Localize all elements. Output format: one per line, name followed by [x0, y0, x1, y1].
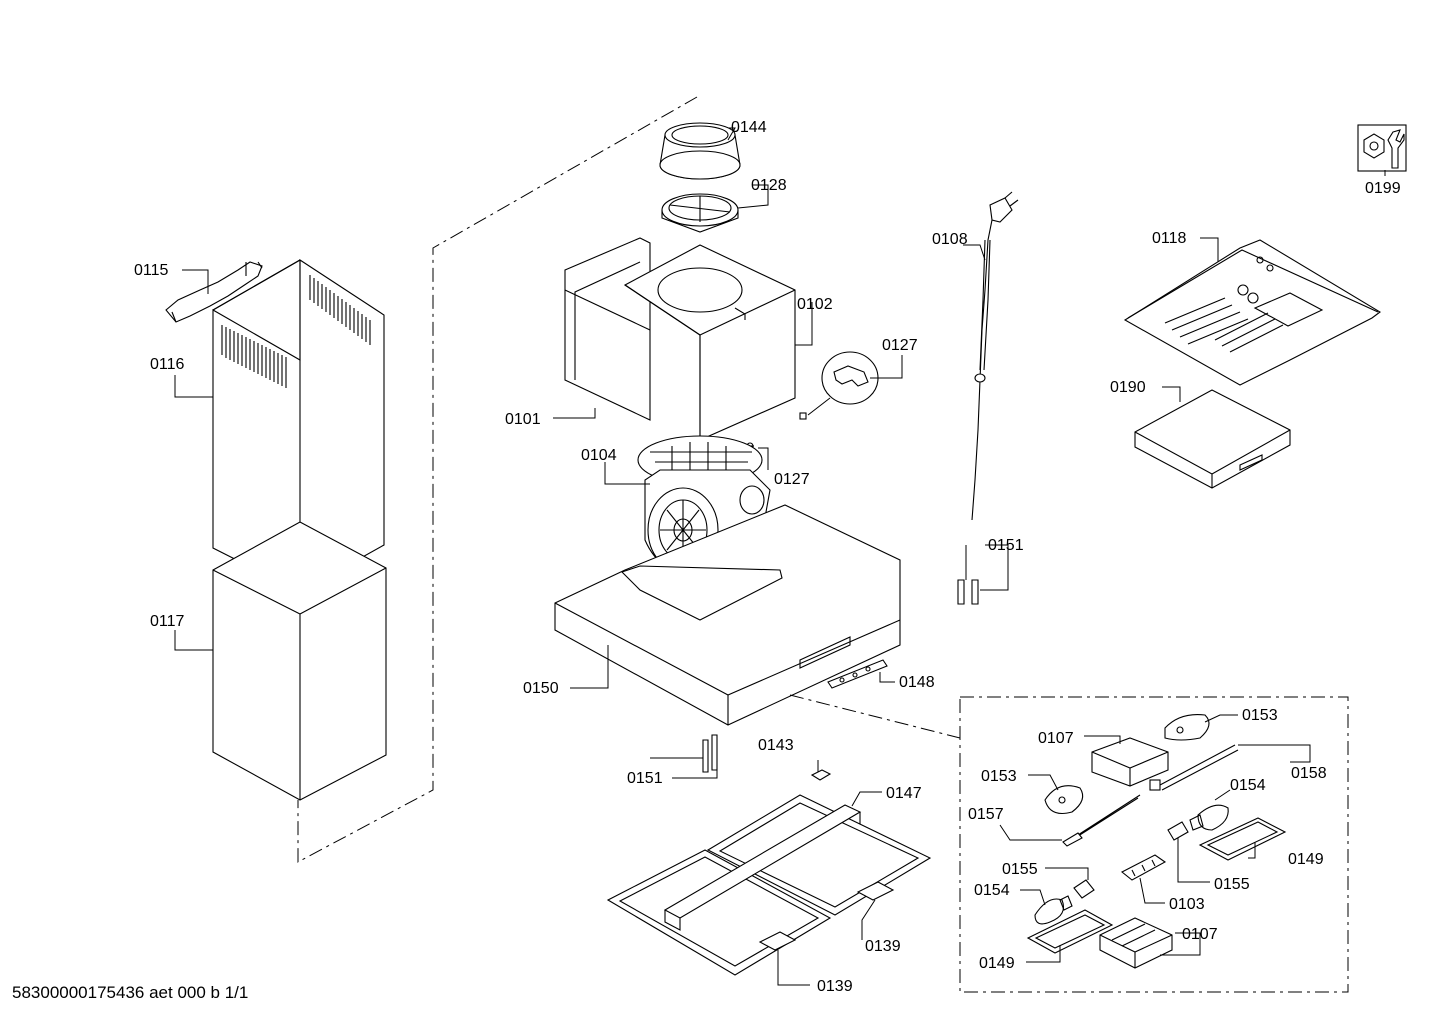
part-0190-carbon-filter [1134, 389, 1291, 489]
part-0116-upper-chimney [212, 258, 385, 593]
part-0115-bracket [165, 261, 263, 323]
part-0153-lamp-holder-lower [1044, 785, 1084, 815]
part-0154-bulb-lower [1034, 895, 1073, 925]
chimney-dashed-outline [297, 96, 698, 863]
label-0155-upper: 0155 [1002, 861, 1038, 878]
vent-slots-left [221, 325, 287, 388]
label-0155-lower: 0155 [1214, 876, 1250, 893]
part-0150-canopy-hood [554, 504, 901, 726]
part-0102-frame-box [623, 244, 796, 441]
part-0103-terminal-block [1120, 854, 1167, 881]
part-0147-filter-bar [663, 804, 862, 931]
label-0149-left: 0149 [979, 955, 1015, 972]
label-0107-upper: 0107 [1038, 730, 1074, 747]
part-0151-cable-clip-right [957, 579, 979, 605]
label-0115: 0115 [134, 262, 169, 279]
label-0150: 0150 [523, 680, 559, 697]
label-0139-right: 0139 [865, 938, 901, 955]
part-0139-grease-filters [606, 794, 932, 976]
part-0128-backdraft-flap [661, 193, 739, 233]
part-0144-duct-collar [659, 122, 741, 180]
label-0143: 0143 [758, 737, 794, 754]
lighting-detail-box [959, 696, 1349, 993]
part-0157-wire [1062, 794, 1141, 847]
label-0139-left: 0139 [817, 978, 853, 995]
part-0127-clip-detail [799, 351, 879, 420]
label-0149-right: 0149 [1288, 851, 1324, 868]
part-0154-bulb-upper [1189, 804, 1229, 831]
label-0190: 0190 [1110, 379, 1146, 396]
part-0143 [810, 769, 832, 781]
label-0154-lower: 0154 [974, 882, 1010, 899]
part-0151-cable-clip-left [702, 734, 718, 773]
vent-slots-right [309, 275, 371, 345]
part-0108-power-cord [971, 191, 1019, 521]
label-0158: 0158 [1291, 765, 1327, 782]
label-0199: 0199 [1365, 180, 1401, 197]
leader-lines [174, 127, 1386, 986]
label-0127-upper: 0127 [882, 337, 918, 354]
part-0155-socket-upper [1167, 821, 1189, 841]
label-0153-upper: 0153 [1242, 707, 1278, 724]
part-0117-lower-chimney [212, 521, 387, 801]
part-0118-hardware-bag [1123, 239, 1381, 386]
label-0154-upper: 0154 [1230, 777, 1266, 794]
label-0104: 0104 [581, 447, 617, 464]
part-0101-frame-panel [564, 237, 651, 421]
part-0158-wire [1149, 744, 1239, 791]
label-0102: 0102 [797, 296, 833, 313]
label-0118: 0118 [1152, 230, 1187, 247]
label-0127-lower: 0127 [774, 471, 810, 488]
document-reference-footer: 58300000175436 aet 000 b 1/1 [12, 983, 248, 1002]
label-0108: 0108 [932, 231, 968, 248]
label-0151-left: 0151 [627, 770, 663, 787]
label-0128: 0128 [751, 177, 787, 194]
part-0107-transformer-lower [1099, 917, 1173, 969]
label-0116: 0116 [150, 356, 185, 373]
label-0144: 0144 [731, 119, 767, 136]
label-0148: 0148 [899, 674, 935, 691]
part-0107-transformer-upper [1091, 737, 1169, 787]
tool-symbol-icon [1357, 124, 1407, 172]
label-0153-lower: 0153 [981, 768, 1017, 785]
lighting-detail-pointer [789, 694, 961, 739]
label-0101: 0101 [505, 411, 541, 428]
label-0103: 0103 [1169, 896, 1205, 913]
label-0157: 0157 [968, 806, 1004, 823]
part-0148-control-panel [827, 659, 888, 689]
part-0155-socket-lower [1073, 879, 1095, 899]
part-0153-lamp-holder-upper [1164, 713, 1210, 741]
label-0151-right: 0151 [988, 537, 1024, 554]
part-0149-lens-lower [1026, 909, 1114, 954]
label-0107-lower: 0107 [1182, 926, 1218, 943]
label-0147: 0147 [886, 785, 922, 802]
part-labels: 0144 0128 0102 0127 0127 0101 0104 0115 … [134, 119, 1401, 995]
part-0149-lens-upper [1198, 817, 1287, 861]
label-0117: 0117 [150, 613, 185, 630]
